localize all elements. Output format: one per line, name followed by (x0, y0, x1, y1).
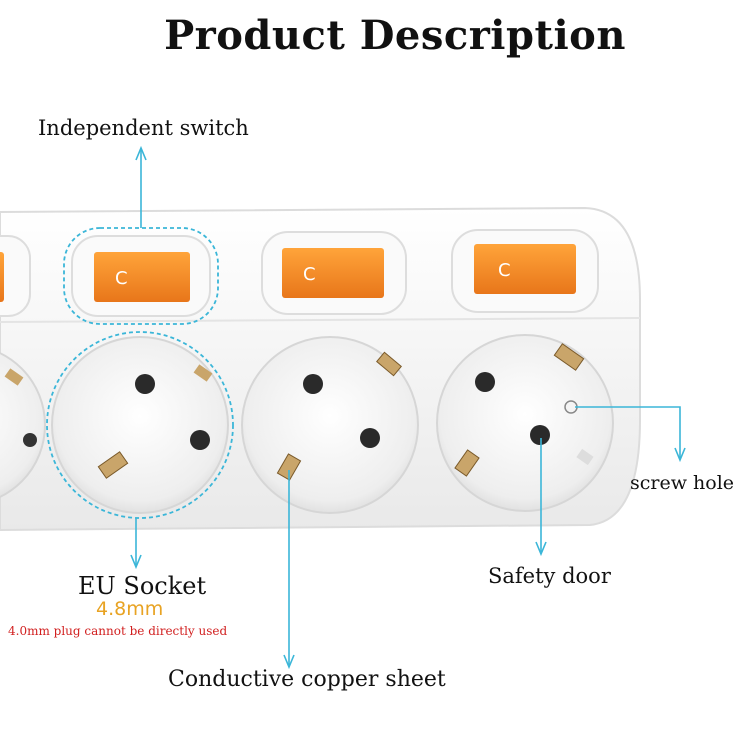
switch-1 (94, 252, 190, 302)
socket-row (0, 334, 614, 514)
socket-highlight (46, 331, 234, 519)
callout-lines (130, 145, 686, 670)
eu-socket-1 (51, 336, 229, 514)
screw-hole-label: screw hole (630, 472, 735, 494)
socket-size-label: 4.8mm (96, 598, 164, 620)
plug-warning-label: 4.0mm plug cannot be directly used (8, 624, 228, 638)
safety-door-label: Safety door (488, 564, 611, 588)
switch-row: C C C (0, 229, 599, 317)
switch-1-glyph: C (115, 268, 128, 289)
switch-2 (282, 248, 384, 298)
independent-switch-label: Independent switch (38, 116, 249, 140)
copper-sheet-label: Conductive copper sheet (168, 667, 446, 692)
switch-3-glyph: C (498, 260, 511, 281)
page-title: Product Description (164, 12, 626, 59)
eu-socket-3 (436, 334, 614, 512)
eu-socket-label: EU Socket (78, 572, 207, 600)
switch-highlight (63, 227, 219, 325)
switch-2-glyph: C (303, 264, 316, 285)
switch-3 (474, 244, 576, 294)
